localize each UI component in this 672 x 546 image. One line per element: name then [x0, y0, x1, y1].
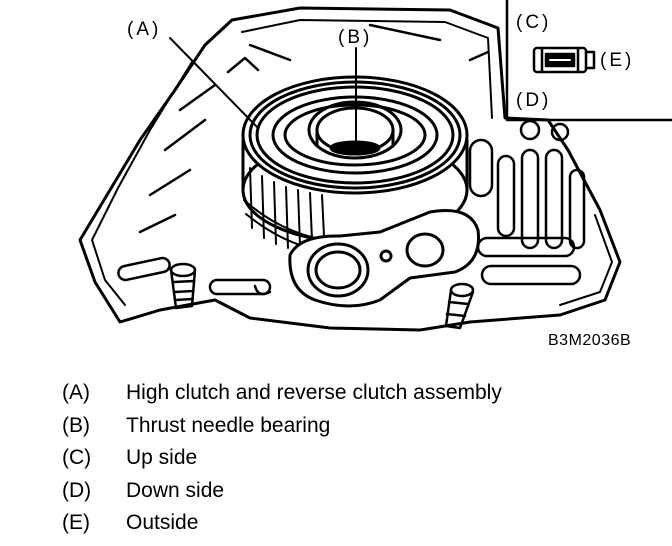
leader-lines — [169, 37, 357, 151]
legend-item: (D) Down side — [62, 477, 502, 510]
legend-text: High clutch and reverse clutch assembly — [126, 381, 502, 404]
legend-key: (E) — [62, 511, 90, 535]
stud-bolts — [169, 262, 475, 330]
legend-item: (E) Outside — [62, 509, 502, 542]
callout-e: (E) — [600, 50, 635, 71]
legend-key: (C) — [62, 446, 92, 470]
callout-b: (B) — [338, 27, 373, 48]
illustration-drawing — [78, 0, 672, 332]
legend-item: (C) Up side — [62, 444, 502, 477]
bearing-orientation-icon — [532, 46, 596, 74]
legend-item: (B) Thrust needle bearing — [62, 412, 502, 445]
legend-text: Up side — [126, 446, 198, 470]
callout-d: (D) — [516, 90, 552, 111]
legend-item: (A) High clutch and reverse clutch assemb… — [62, 379, 502, 412]
transmission-case — [78, 6, 622, 332]
clutch-assembly-illustration: (A) (B) (C) (E) (D) — [78, 0, 672, 332]
legend-text: Down side — [126, 478, 225, 502]
case-ribs — [117, 23, 490, 296]
valve-body-passages — [468, 119, 586, 286]
legend-text: Thrust needle bearing — [126, 413, 331, 437]
legend-key: (A) — [62, 381, 90, 404]
pump-housing — [288, 209, 481, 308]
callout-a: (A) — [127, 19, 162, 40]
callout-c: (C) — [516, 12, 552, 33]
legend-text: Outside — [126, 511, 199, 535]
figure-code: B3M2036B — [548, 332, 632, 349]
legend-key: (D) — [62, 478, 92, 502]
leader-line-a — [169, 37, 259, 129]
inset-panel — [505, 0, 672, 122]
legend: (A) High clutch and reverse clutch assemb… — [62, 379, 502, 542]
legend-key: (B) — [62, 413, 90, 437]
